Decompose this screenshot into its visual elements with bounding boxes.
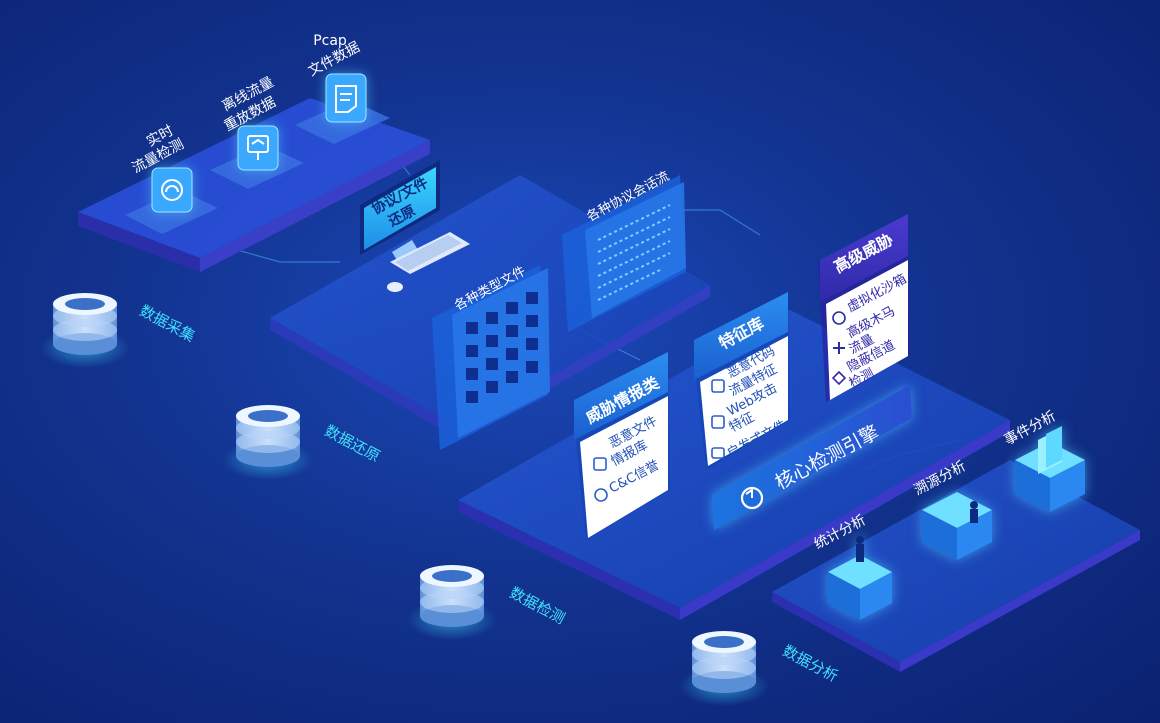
advanced-threat-card [818, 214, 910, 402]
analyst-figure-icon [856, 536, 864, 562]
file-types-panel [432, 265, 550, 450]
monitor-icon [360, 160, 470, 292]
stage-restore-label: 数据还原 [322, 422, 383, 466]
trojan-icon [833, 342, 845, 354]
malware-traffic-icon [711, 379, 725, 393]
stage-detect-label: 数据检测 [507, 584, 568, 628]
pcap-label-1: Pcap [313, 33, 347, 49]
analyst-seated-icon [970, 501, 978, 523]
statistics-box [828, 536, 892, 620]
database-detect-icon [407, 565, 497, 640]
stage-analyze-label: 数据分析 [780, 642, 841, 686]
core-engine-bar [712, 385, 912, 530]
database-collect-icon [40, 293, 130, 368]
database-analyze-icon [679, 631, 769, 706]
malware-intel-icon [593, 457, 607, 471]
event-box [1015, 426, 1085, 512]
cc-reputation-icon [594, 488, 608, 502]
building-icon [1038, 426, 1062, 474]
signature-library-card [692, 292, 790, 470]
traceback-box [922, 492, 992, 560]
covert-channel-icon [831, 370, 847, 386]
realtime-traffic-icon [151, 167, 193, 213]
stage-collect-label: 数据采集 [137, 302, 198, 346]
offline-replay-icon [237, 125, 279, 171]
heuristic-file-icon [711, 447, 725, 459]
sandbox-icon [832, 311, 846, 325]
pcap-file-icon [325, 73, 367, 123]
web-attack-icon [711, 415, 725, 429]
session-streams-panel [562, 175, 686, 332]
database-restore-icon [223, 405, 313, 480]
threat-intel-card [572, 352, 670, 540]
